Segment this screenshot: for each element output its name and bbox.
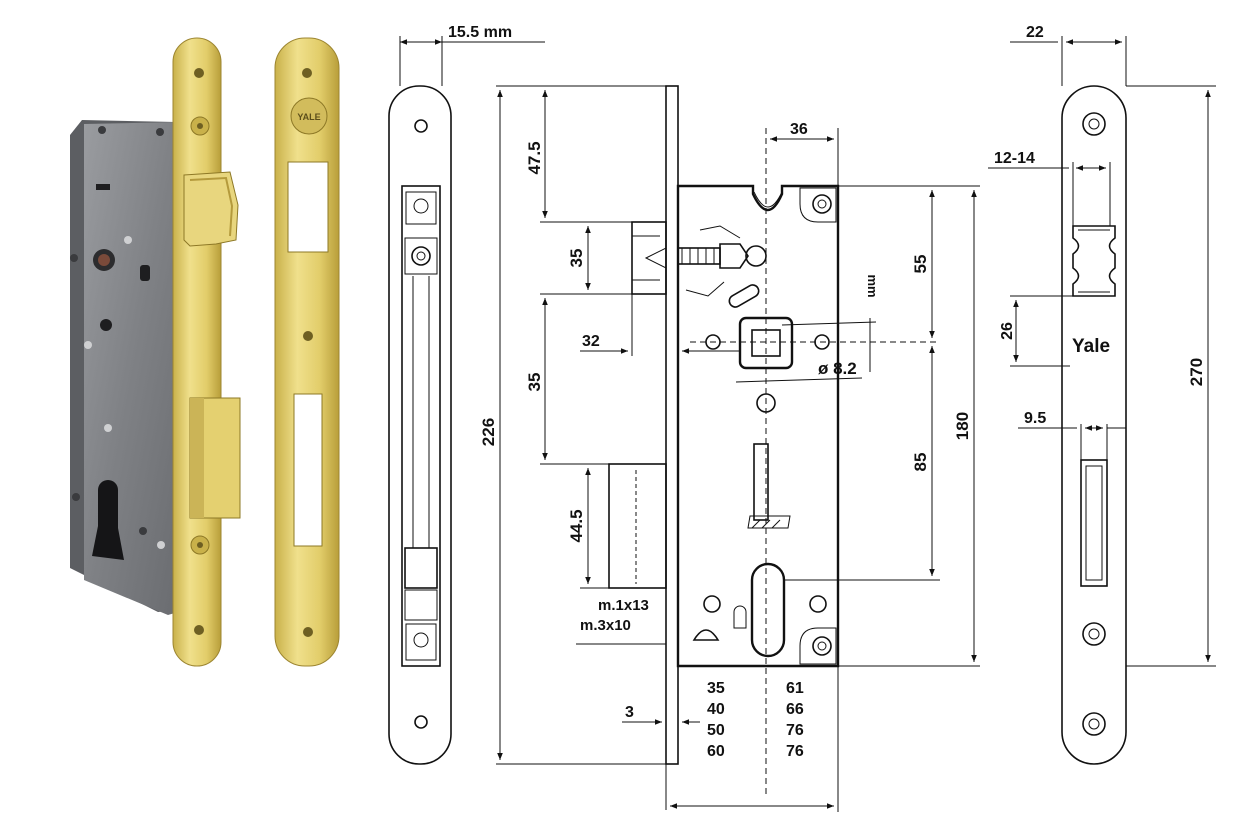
dim-44-5-label: 44.5 — [567, 509, 586, 542]
strike-plate-view: Yale 22 12-14 26 9.5 270 — [988, 24, 1216, 765]
total-depth-value: 66 — [786, 701, 804, 718]
dim-9-5-label: 9.5 — [1024, 410, 1046, 427]
dim-22-label: 22 — [1026, 24, 1044, 41]
lock-main-view: 226 47.5 35 35 44.5 32 36 55 85 — [479, 85, 980, 812]
backset-value: 40 — [707, 701, 725, 718]
dim-36-label: 36 — [790, 121, 808, 138]
total-depth-values-column: 61 66 76 76 — [786, 680, 804, 760]
backset-values-column: 35 40 50 60 — [707, 680, 725, 760]
dim-8-2-label: ø 8.2 — [818, 359, 857, 378]
screw-note-m1: m.1x13 — [598, 597, 649, 614]
dim-26-label: 26 — [999, 322, 1016, 340]
total-depth-value: 76 — [786, 722, 804, 739]
strike-logo-text: YALE — [297, 112, 320, 122]
backset-value: 50 — [707, 722, 725, 739]
unit-mm-label: mm — [865, 274, 880, 297]
total-depth-value: 61 — [786, 680, 804, 697]
dim-35-latch-label: 35 — [567, 249, 586, 268]
dim-85-label: 85 — [911, 453, 930, 472]
forend-side-view: 15.5 mm — [388, 24, 545, 765]
backset-value: 35 — [707, 680, 725, 697]
lock-latch-bolt — [183, 171, 239, 247]
dim-35-mid-label: 35 — [525, 373, 544, 392]
dim-55-label: 55 — [911, 255, 930, 274]
dim-12-14-label: 12-14 — [994, 150, 1035, 167]
forend-width-label: 15.5 mm — [448, 24, 512, 41]
lock-product-photo — [70, 37, 241, 667]
dim-47-5-label: 47.5 — [525, 141, 544, 174]
strike-plate-photo: YALE — [274, 37, 340, 667]
strike-logo-badge — [290, 97, 328, 135]
dim-180-label: 180 — [953, 412, 972, 440]
strike-brand-label: Yale — [1072, 336, 1110, 357]
dim-270-label: 270 — [1187, 358, 1206, 386]
backset-value: 60 — [707, 743, 725, 760]
screw-note-m3: m.3x10 — [580, 617, 631, 634]
dim-3-label: 3 — [625, 704, 634, 721]
total-depth-value: 76 — [786, 743, 804, 760]
dim-32-label: 32 — [582, 333, 600, 350]
dim-226-label: 226 — [479, 418, 498, 446]
